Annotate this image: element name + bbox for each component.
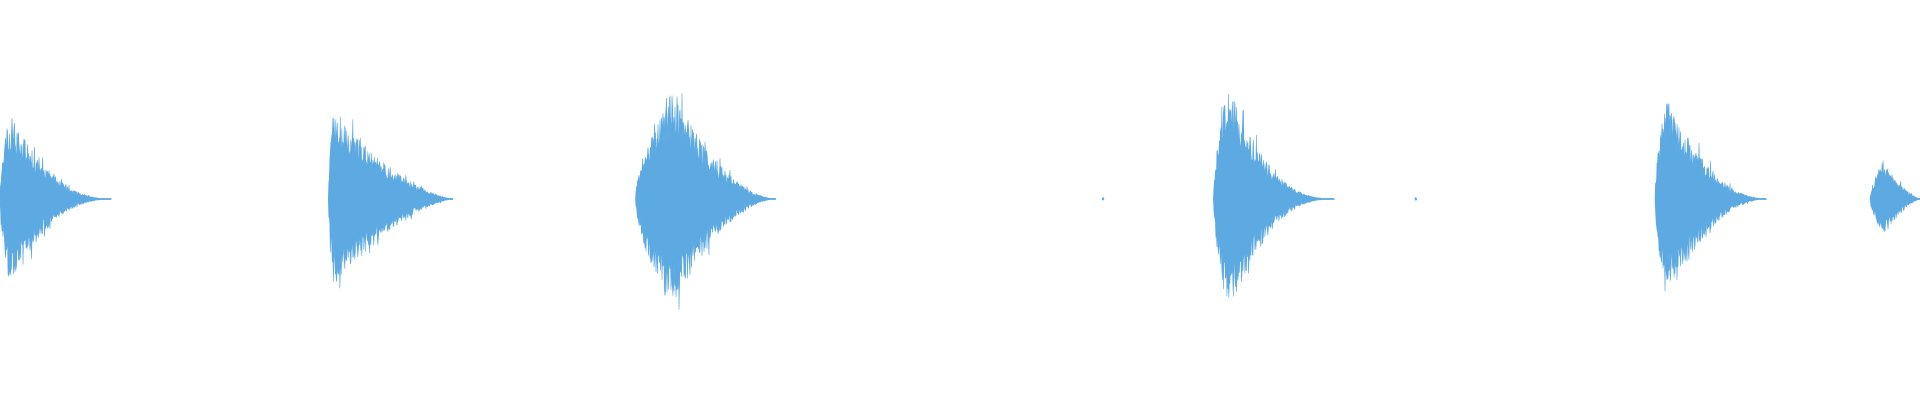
waveform-burst-shape: [1101, 196, 1105, 201]
waveform-burst-2: [328, 116, 454, 289]
waveform-bursts: [0, 93, 1920, 310]
waveform-burst-5: [1213, 93, 1335, 298]
waveform-burst-1: [0, 118, 112, 277]
waveform-burst-shape: [635, 93, 777, 310]
waveform-burst-4: [1101, 196, 1105, 201]
waveform-burst-6: [1414, 197, 1418, 201]
waveform-burst-shape: [1654, 103, 1767, 292]
waveform-burst-3: [635, 93, 777, 310]
waveform-burst-shape: [1414, 197, 1418, 201]
waveform-burst-shape: [0, 118, 112, 277]
waveform-burst-shape: [328, 116, 454, 289]
waveform-burst-7: [1654, 103, 1767, 292]
waveform-burst-shape: [1213, 93, 1335, 298]
waveform-burst-shape: [1869, 160, 1920, 233]
waveform-burst-8: [1869, 160, 1920, 233]
